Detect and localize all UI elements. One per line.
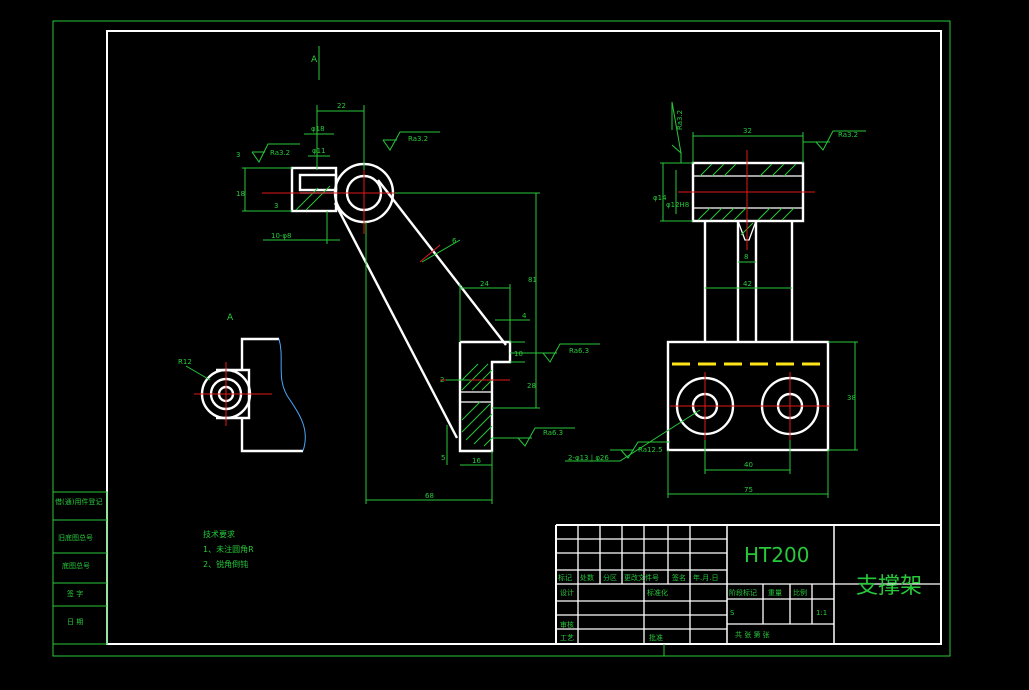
side-label-1: 借(通)用件登记: [55, 497, 102, 506]
side-view: [666, 150, 830, 452]
tb-stage-value: S: [730, 609, 735, 617]
side-dimensions: 32 φ14 φ12H8 8 42 38 40 75 2-φ13 | φ26: [565, 127, 858, 498]
ra32-side-vertical: Ra3.2: [676, 110, 684, 130]
part-name: 支撑架: [856, 574, 922, 599]
tech-req-2: 2、锐角倒钝: [203, 559, 248, 569]
dim-3b: 3: [274, 202, 278, 210]
ra32-front: Ra3.2: [408, 135, 428, 143]
tb-scale-value: 1:1: [816, 609, 827, 617]
dim-38: 38: [847, 394, 856, 402]
tb-label-zone: 分区: [603, 573, 617, 582]
dim-holes: 2-φ13 | φ26: [568, 454, 609, 462]
dim-42: 42: [743, 280, 752, 288]
front-view: [262, 150, 512, 453]
ra63-lower: Ra6.3: [543, 429, 563, 437]
tb-label-approve: 批准: [649, 633, 663, 642]
view-a-label-top: A: [311, 55, 318, 65]
dim-phi14: φ14: [653, 194, 667, 202]
ra125-side: Ra12.5: [638, 446, 663, 454]
dim-10: 10: [514, 350, 523, 358]
material-label: HT200: [744, 543, 809, 567]
dim-5: 5: [441, 454, 445, 462]
dim-40: 40: [744, 461, 753, 469]
front-roughness: Ra3.2 Ra3.2 Ra6.3 Ra6.3: [251, 131, 600, 447]
tb-label-stage: 阶段标记: [729, 588, 757, 597]
view-a: R12: [178, 337, 306, 453]
dim-32: 32: [743, 127, 752, 135]
tb-label-mark: 标记: [558, 573, 572, 582]
tb-label-process: 工艺: [560, 634, 574, 642]
outer-frame: [52, 20, 951, 657]
front-dimensions: 22 φ18 φ11 18 3 3 10-φ8 6 81 24 4 10 28 …: [236, 102, 540, 504]
side-label-2: 旧底图总号: [58, 533, 93, 542]
tb-sheets: 共 张 第 张: [735, 630, 770, 639]
dim-phi12h8: φ12H8: [666, 201, 689, 209]
tb-label-date: 年.月.日: [693, 573, 718, 582]
ra63-upper: Ra6.3: [569, 347, 589, 355]
dim-6: 6: [452, 237, 457, 245]
tech-req-title: 技术要求: [203, 529, 235, 539]
tb-label-weight: 重量: [768, 589, 782, 597]
tb-label-sign: 签名: [672, 573, 686, 582]
tb-label-standard: 标准化: [647, 588, 668, 597]
dim-8: 8: [744, 253, 748, 261]
dim-24: 24: [480, 280, 489, 288]
tb-label-doc: 更改文件号: [624, 573, 659, 582]
dim-18: 18: [236, 190, 245, 198]
dim-phi11: φ11: [312, 147, 326, 155]
dim-16: 16: [472, 457, 481, 465]
tb-label-ratio: 比例: [793, 588, 807, 597]
dim-22: 22: [337, 102, 346, 110]
dim-r12: R12: [178, 358, 192, 366]
title-block: 标记 处数 分区 更改文件号 签名 年.月.日 设计 标准化 审核 工艺 批准 …: [555, 524, 941, 644]
ra32-left: Ra3.2: [270, 149, 290, 157]
inner-frame: [106, 30, 942, 645]
dim-10-phi8: 10-φ8: [271, 232, 292, 240]
side-label-3: 底图总号: [62, 561, 90, 570]
tech-req-1: 1、未注圆角R: [203, 544, 254, 554]
tech-requirements: 技术要求 1、未注圆角R 2、锐角倒钝: [203, 529, 254, 569]
view-a-label: A: [227, 313, 234, 323]
dim-28: 28: [527, 382, 536, 390]
tb-label-count: 处数: [580, 573, 594, 582]
side-hatching: [697, 163, 797, 236]
dim-4: 4: [522, 312, 527, 320]
dim-81: 81: [528, 276, 537, 284]
side-label-5: 日 期: [67, 618, 83, 626]
side-label-4: 签 字: [67, 589, 83, 598]
tb-label-review: 审核: [560, 620, 574, 629]
side-block: 借(通)用件登记 旧底图总号 底图总号 签 字 日 期: [52, 491, 108, 645]
ra32-side: Ra3.2: [838, 131, 858, 139]
dim-2: 2: [440, 376, 444, 384]
front-hatching: [295, 185, 493, 447]
dim-75: 75: [744, 486, 753, 494]
side-roughness: Ra3.2 Ra3.2 Ra12.5: [610, 101, 866, 459]
dim-68: 68: [425, 492, 434, 500]
dim-3a: 3: [236, 151, 240, 159]
tb-label-design: 设计: [560, 588, 574, 597]
dim-phi18-top: φ18: [311, 125, 325, 133]
